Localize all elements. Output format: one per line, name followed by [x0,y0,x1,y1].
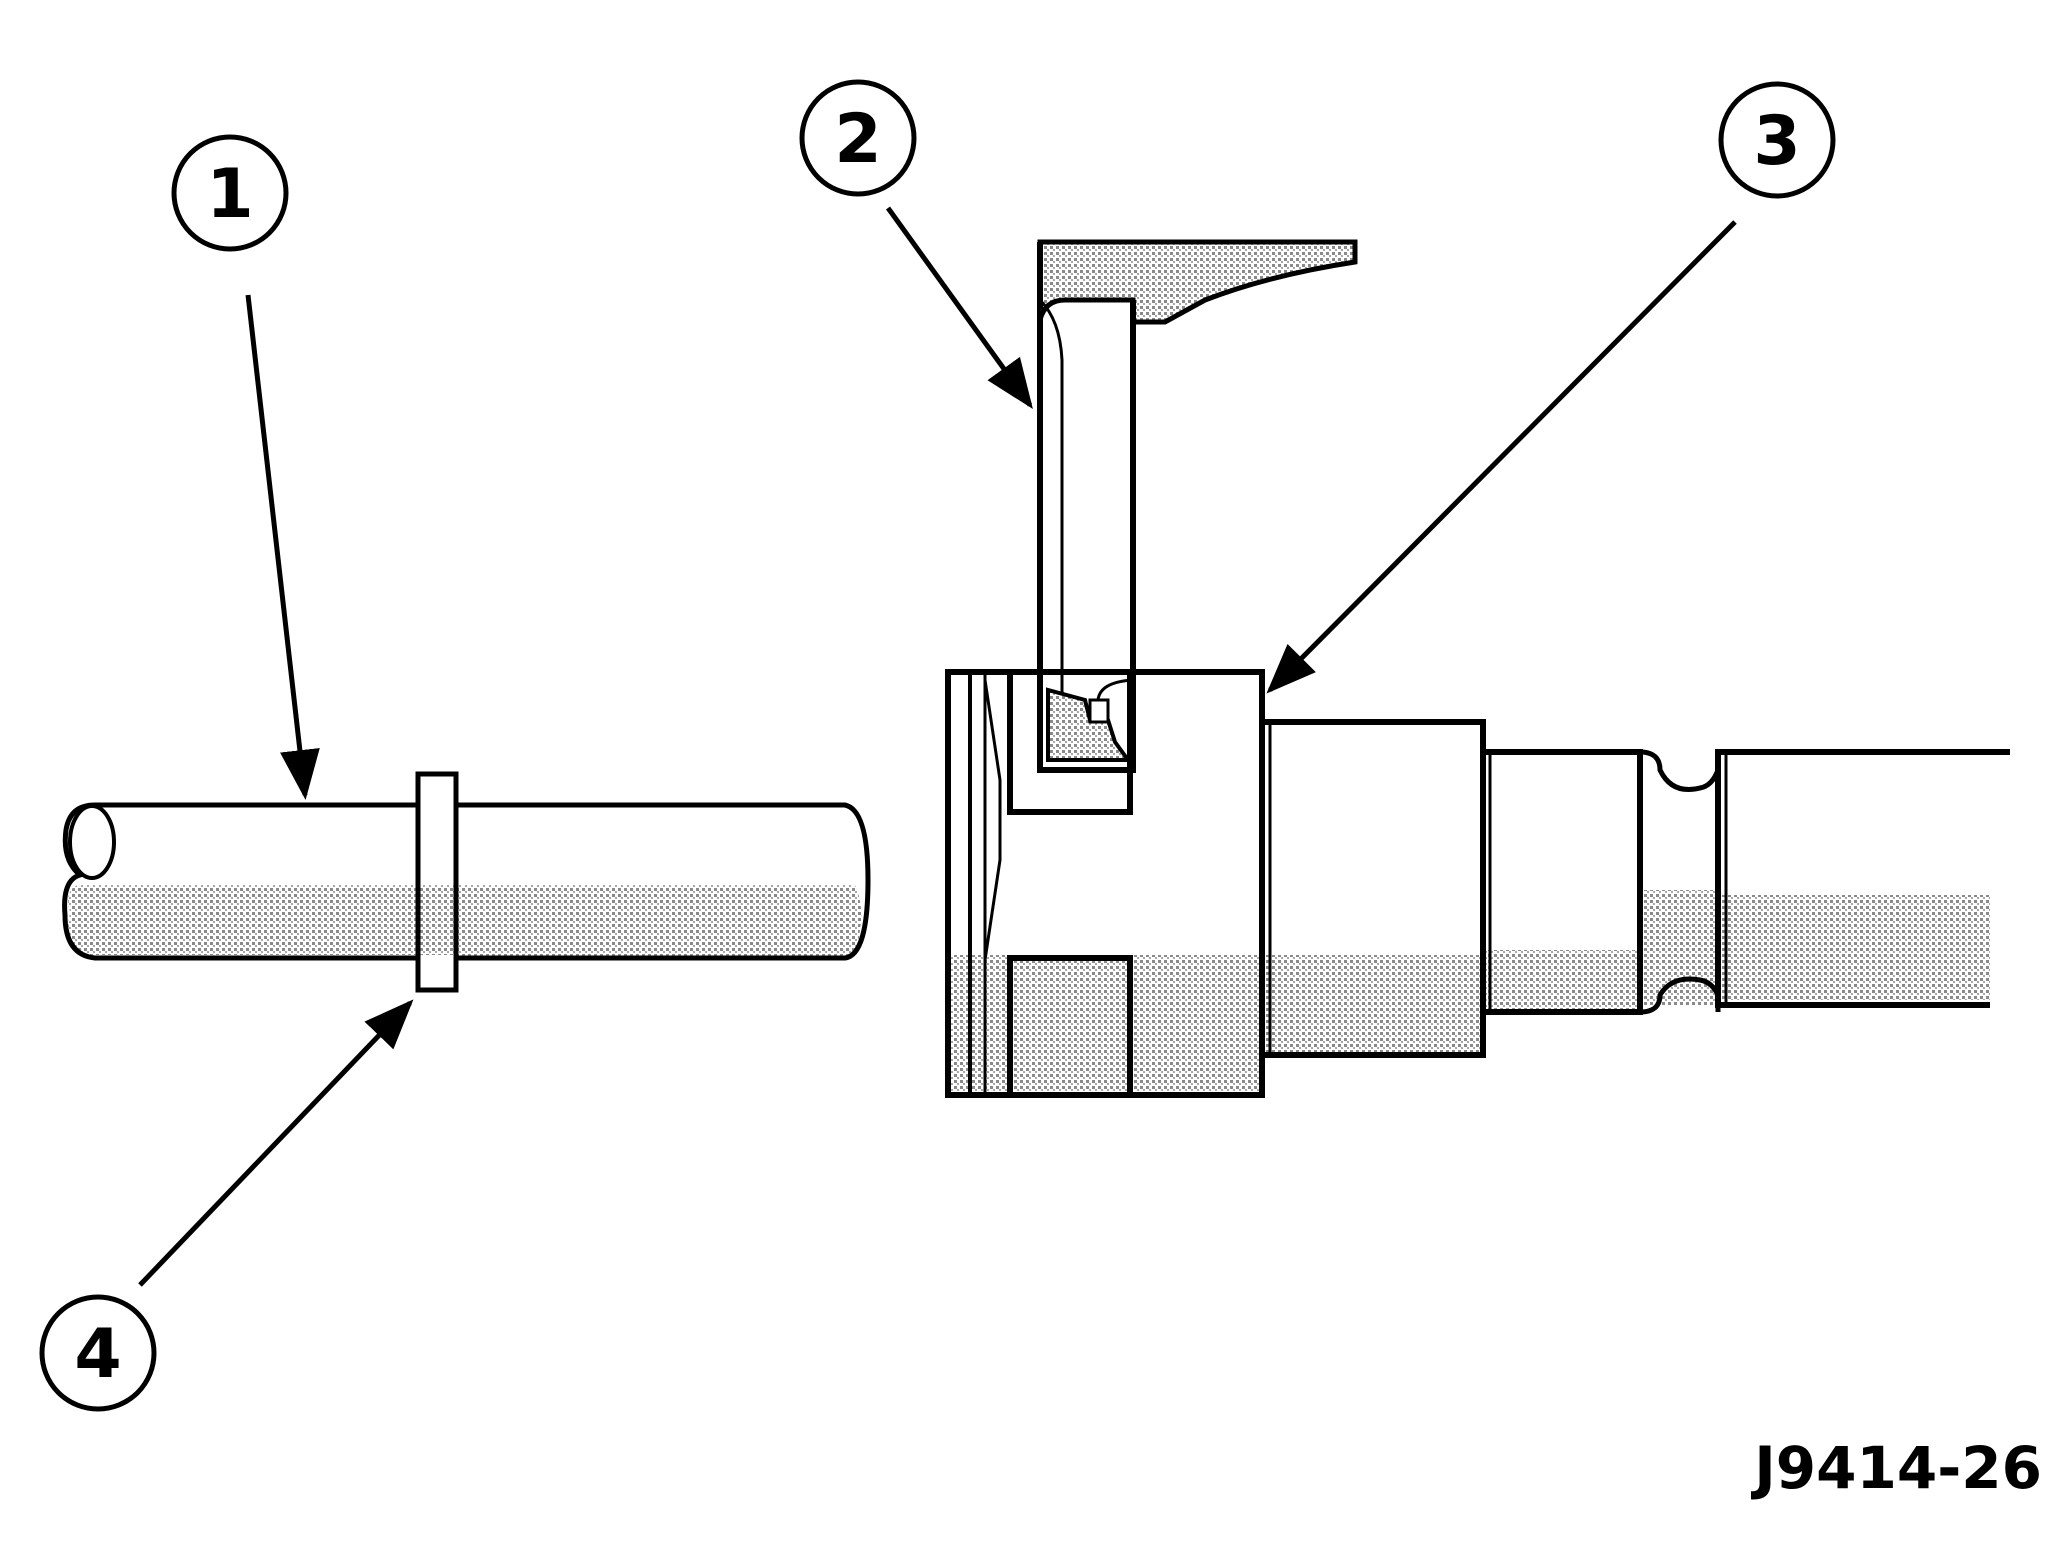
retainer-clip-head [1037,239,1358,325]
leader-4 [138,999,414,1287]
callout-circle [799,79,917,197]
callout-1-number: 1 [206,155,253,234]
callout-3-number: 3 [1753,102,1800,181]
fitting-groove [1639,749,1721,1015]
figure-id: J9414-26 [1750,1434,2042,1502]
callout-3: 3 [1718,81,1836,199]
callout-2-number: 2 [834,100,881,179]
leader-3 [1266,220,1737,694]
leader-2 [885,206,1033,410]
retainer-clip [1037,239,1358,773]
fuel-tube-body [62,802,871,961]
fuel-tube-cut-end [68,804,116,880]
callout-leaders [138,206,1737,1287]
callout-circle [171,134,289,252]
fitting-collar [1262,719,1486,1058]
fitting-lower-window [1007,955,1133,1098]
callout-circle [1718,81,1836,199]
fuel-tube [62,802,871,961]
callout-circle [39,1294,157,1412]
callout-4: 4 [39,1294,157,1412]
callout-1: 1 [171,134,289,252]
fitting-neck [1483,749,1643,1015]
fitting-outlet-hose [1715,749,2010,1008]
leader-1 [245,294,320,800]
retainer-clip-leg [1037,242,1136,773]
callout-2: 2 [799,79,917,197]
callout-4-number: 4 [74,1315,121,1394]
tube-bead [415,771,459,993]
fuel-tube-shading [68,885,420,955]
